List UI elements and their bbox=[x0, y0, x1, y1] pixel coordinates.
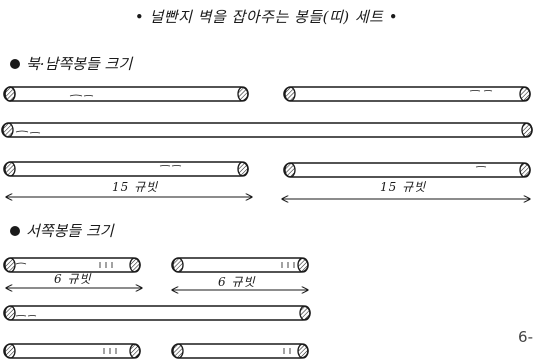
pole bbox=[171, 343, 309, 359]
pole bbox=[283, 162, 531, 178]
pole bbox=[1, 122, 533, 138]
pole bbox=[283, 86, 531, 102]
pole bbox=[3, 305, 311, 321]
dimension-label-6-right: 6 규빗 bbox=[218, 275, 256, 289]
pole bbox=[3, 161, 249, 177]
page-number: 6- bbox=[518, 328, 533, 346]
pole bbox=[3, 343, 141, 359]
dimension-label-6-left: 6 규빗 bbox=[54, 272, 92, 286]
pole bbox=[171, 257, 309, 273]
north-south-heading-label: 북·남쪽봉들 크기 bbox=[26, 55, 133, 73]
pole bbox=[3, 257, 141, 273]
west-heading-label: 서쪽봉들 크기 bbox=[26, 222, 114, 240]
dimension-label-15-left: 15 규빗 bbox=[112, 180, 159, 194]
bullet-icon bbox=[10, 225, 20, 236]
pole bbox=[3, 86, 249, 102]
dimension-label-15-right: 15 규빗 bbox=[380, 180, 427, 194]
north-south-heading: 북·남쪽봉들 크기 bbox=[10, 53, 132, 74]
bullet-icon bbox=[10, 58, 20, 69]
page-title: • 널빤지 벽을 잡아주는 봉들(띠) 세트 • bbox=[134, 8, 399, 26]
west-heading: 서쪽봉들 크기 bbox=[10, 220, 114, 241]
